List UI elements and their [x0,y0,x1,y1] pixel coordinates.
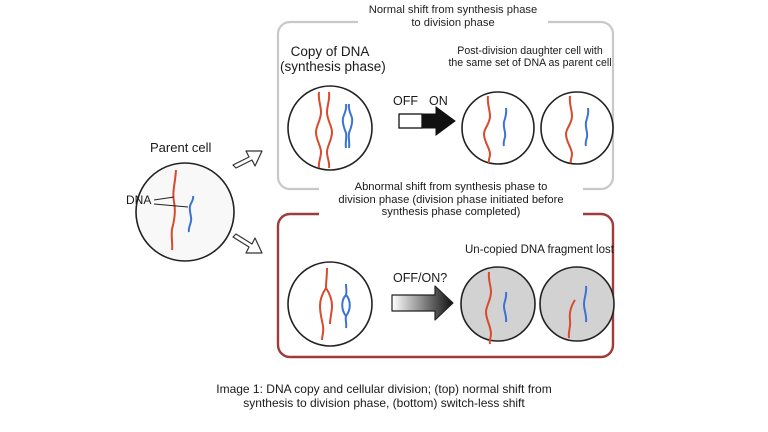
daughter-cell-label: Post-division daughter cell with the sam… [448,45,612,69]
partial-copy-cell [287,261,373,347]
parent-blue-strand [187,195,195,233]
partial-red-strand-top [325,267,328,289]
copy-blue-strand-left [341,103,348,149]
partial-red-strand-left [318,287,327,341]
defective-1-red-strand [484,271,493,345]
defective-1-blue-strand [502,291,508,323]
daughter-2-blue-strand [584,107,590,147]
daughter-cell-2 [540,91,614,165]
daughter-2-red-strand [564,95,574,164]
abnormal-shift-title: Abnormal shift from synthesis phase to d… [319,181,583,219]
daughter-1-blue-strand [502,107,508,147]
daughter-1-red-strand [482,95,492,164]
daughter-cell-1 [461,91,535,165]
copy-of-dna-label: Copy of DNA (synthesis phase) [280,44,386,74]
copy-red-strand-right [325,91,334,169]
off-label: OFF [393,94,418,108]
defective-2-red-strand [567,299,576,339]
switch-question-label: OFF/ON? [393,271,448,285]
arrow-to-abnormal-panel [232,233,263,254]
off-on-gradient-arrow [391,285,454,321]
on-label: ON [429,94,448,108]
partial-blue-strand-bottom [344,315,348,329]
copy-blue-strand-right [347,103,354,149]
dna-leader-line-2 [153,203,189,208]
normal-shift-title: Normal shift from synthesis phase to div… [358,4,548,30]
off-switch-box [398,113,423,129]
arrow-to-normal-panel [232,150,263,169]
lost-fragment-label: Un-copied DNA fragment lost [465,244,614,256]
dna-leader-line-1 [153,196,175,201]
dna-label: DNA [126,193,152,207]
parent-cell [135,162,235,262]
defective-daughter-cell-1 [460,266,536,342]
parent-red-strand [170,169,177,251]
defective-daughter-cell-2 [539,266,615,342]
partial-red-strand-right [325,287,334,325]
copy-cell [287,85,373,171]
figure-caption: Image 1: DNA copy and cellular division;… [216,382,552,411]
parent-cell-label: Parent cell [150,140,212,155]
on-arrow [421,106,456,136]
defective-2-blue-strand [582,285,588,323]
copy-red-strand-left [314,91,323,169]
